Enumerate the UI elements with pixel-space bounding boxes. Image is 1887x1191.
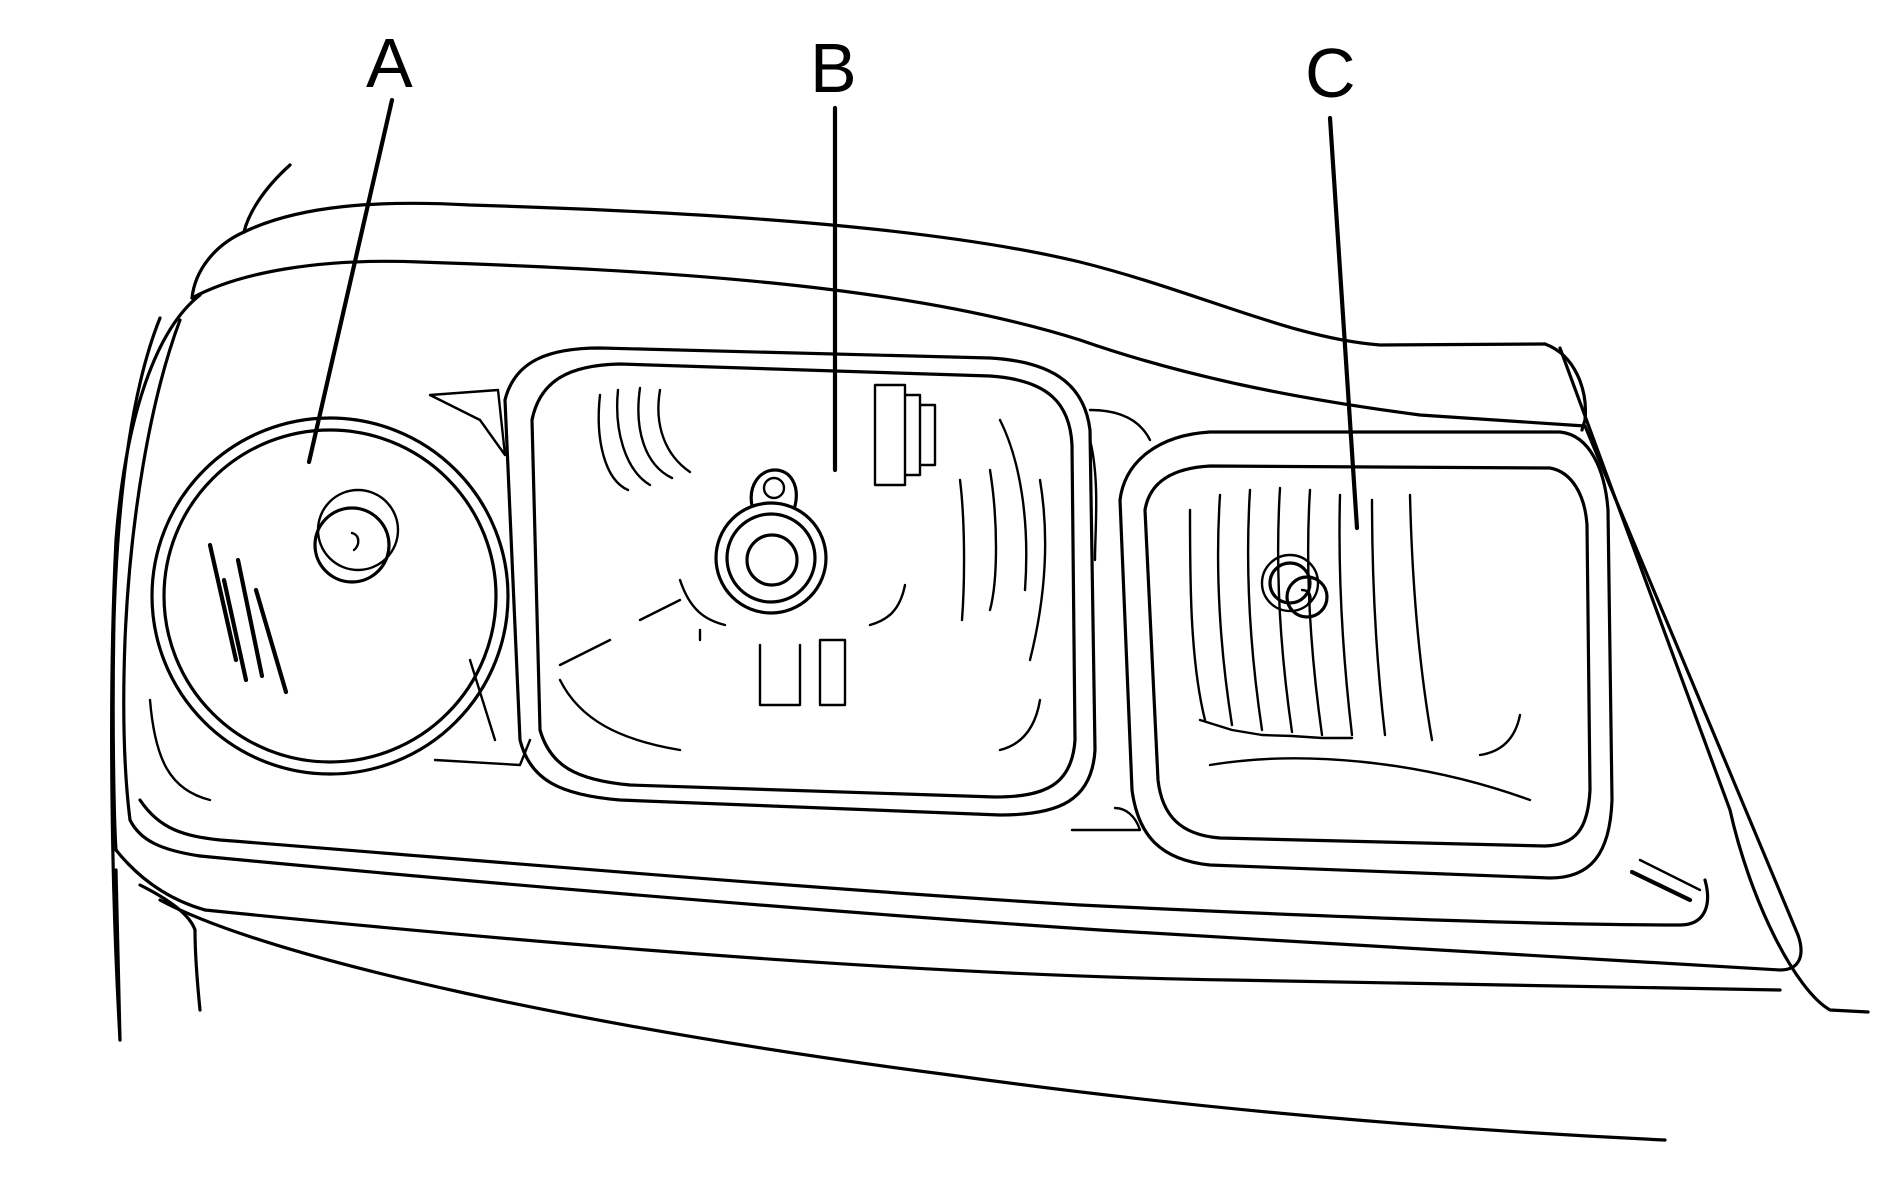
lamp-c-bulb xyxy=(1285,575,1329,619)
headlamp-housing xyxy=(110,163,1870,1142)
leader-lines xyxy=(306,97,1360,531)
lamp-b-housing xyxy=(503,346,1097,817)
leader-line-c xyxy=(1327,115,1360,531)
lamp-a-bulb xyxy=(313,506,391,584)
lamp-b-bulb xyxy=(745,533,799,587)
callout-label-c: C xyxy=(1305,34,1356,112)
lamp-b xyxy=(503,346,1142,832)
callout-label-a: A xyxy=(366,24,413,102)
callout-label-b: B xyxy=(810,29,857,107)
lens-frame xyxy=(122,318,1803,972)
leader-line-a xyxy=(306,97,395,465)
lamp-c xyxy=(1088,408,1614,880)
lamp-b-socket xyxy=(714,501,828,615)
lamp-a-reflector xyxy=(150,416,510,776)
lamp-c-housing xyxy=(1118,430,1614,880)
lamp-c-socket xyxy=(1268,561,1312,605)
lamp-a xyxy=(150,388,532,776)
